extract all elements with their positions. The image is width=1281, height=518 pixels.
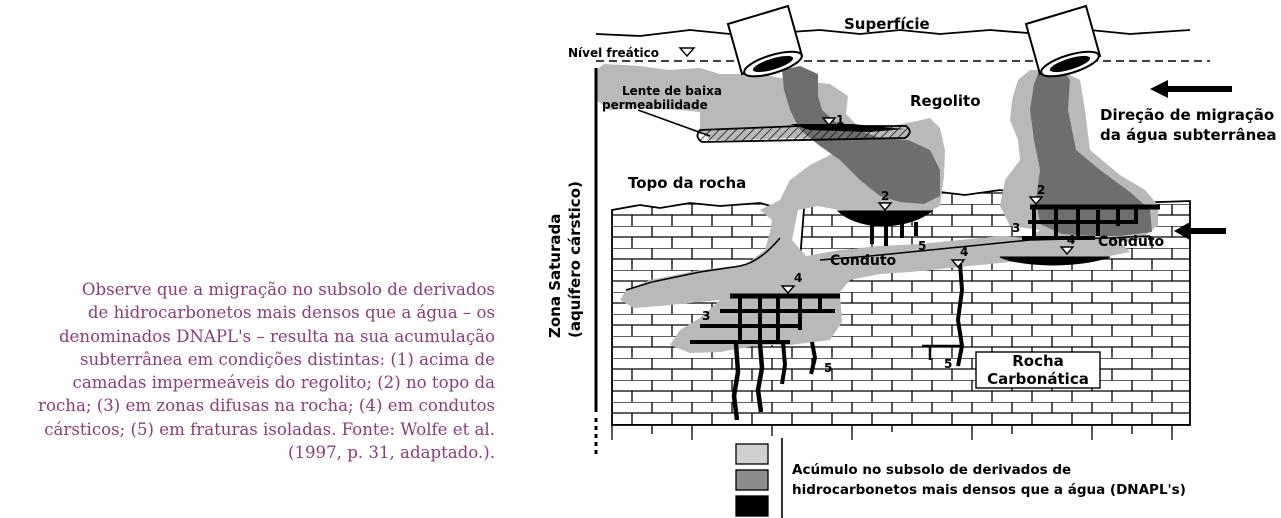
- marker-2-right: 2: [1037, 183, 1045, 197]
- low-permeability-lens: [696, 124, 911, 143]
- legend-swatch-black: [735, 495, 769, 517]
- marker-1: 1: [836, 113, 844, 127]
- marker-2-left: 2: [881, 189, 889, 203]
- lens-label-line1: Lente de baixa: [622, 84, 722, 98]
- figure-caption: Observe que a migração no subsolo de der…: [0, 278, 495, 464]
- marker-3-right: 3: [1012, 221, 1020, 235]
- caption-line: (1997, p. 31, adaptado.).: [287, 443, 495, 463]
- caption-line: denominados DNAPL's – resulta na sua acu…: [58, 326, 495, 346]
- spill-container-right: [1024, 4, 1102, 78]
- conduit-outline: [625, 235, 1151, 291]
- regolith-label: Regolito: [910, 92, 981, 110]
- marker-5-center: 5: [918, 239, 926, 253]
- water-table-triangles: [678, 47, 1075, 295]
- flow-direction-label-line1: Direção de migração: [1100, 106, 1274, 124]
- marker-4-right: 4: [1067, 233, 1075, 247]
- caption-line: camadas impermeáveis do regolito; (2) no…: [72, 373, 495, 393]
- carbonate-label-line1: Rocha: [1012, 352, 1064, 370]
- caption-line: de hidrocarbonetos mais densos que a águ…: [87, 303, 495, 323]
- conduit-label-center: Conduto: [830, 253, 897, 269]
- rock-top-label: Topo da rocha: [628, 174, 746, 192]
- caption-line: subterrânea em condições distintas: (1) …: [79, 349, 495, 369]
- legend-text-line2: hidrocarbonetos mais densos que a água (…: [792, 482, 1186, 498]
- saturated-zone-label-line1: Zona Saturada: [546, 214, 564, 338]
- marker-5-middle: 5: [944, 357, 952, 371]
- caption-line: rocha; (3) em zonas difusas na rocha; (4…: [38, 396, 495, 416]
- legend-swatch-dark: [735, 469, 769, 491]
- numbered-markers: 1 2 2 3 3 4 4 4 5 5 5: [702, 113, 1075, 375]
- legend: Acúmulo no subsolo de derivados de hidro…: [735, 438, 1186, 518]
- flow-arrows: [1150, 80, 1232, 240]
- lens-label-line2: permeabilidade: [602, 98, 708, 112]
- caption-line: Observe que a migração no subsolo de der…: [81, 280, 495, 299]
- conduit-label-right: Conduto: [1098, 234, 1165, 250]
- caption-line: cársticos; (5) em fraturas isoladas. Fon…: [44, 419, 495, 439]
- flow-direction-label-line2: da água subterrânea: [1100, 126, 1277, 144]
- saturated-zone-label-line2: (aquífero cárstico): [566, 181, 584, 338]
- legend-text-line1: Acúmulo no subsolo de derivados de: [792, 462, 1071, 478]
- marker-4-left: 4: [794, 271, 802, 285]
- marker-4-middle: 4: [960, 245, 968, 259]
- water-table-label: Nível freático: [568, 46, 659, 60]
- surface-label: Superfície: [844, 15, 930, 33]
- dnapl-pools: [690, 204, 1160, 421]
- marker-5-left: 5: [824, 361, 832, 375]
- marker-3-left: 3: [702, 309, 710, 323]
- legend-swatch-light: [735, 443, 769, 465]
- spill-container-left: [726, 4, 804, 78]
- carbonate-rock-label-box: Rocha Carbonática: [975, 351, 1101, 389]
- carbonate-label-line2: Carbonática: [987, 370, 1089, 388]
- lens-leader-line: [637, 109, 711, 137]
